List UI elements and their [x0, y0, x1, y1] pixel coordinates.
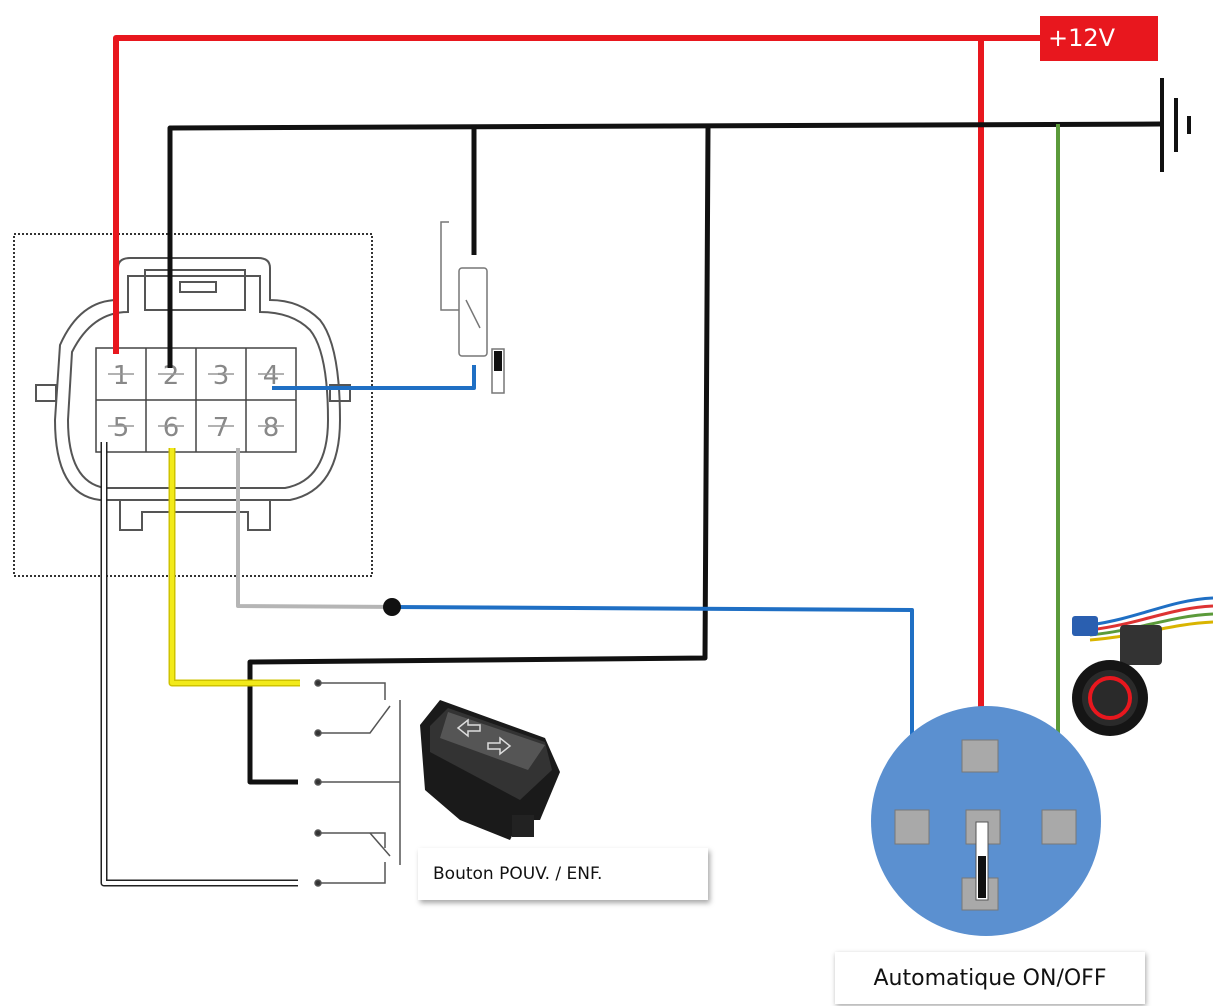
auto-switch-label: Automatique ON/OFF: [835, 952, 1145, 1004]
ground-symbol-icon: [1160, 78, 1191, 172]
pin-8: 8: [263, 413, 280, 443]
wire-white: [100, 442, 298, 887]
wire-yellow: [168, 448, 300, 687]
pin-6: 6: [163, 413, 180, 443]
wire-ground: [167, 121, 1161, 785]
pin-2: 2: [163, 361, 180, 391]
pin-5: 5: [113, 413, 130, 443]
rocker-switch-contacts: [314, 679, 401, 887]
pin-7: 7: [213, 413, 230, 443]
pin-1: 1: [113, 361, 130, 391]
pin-numbers: 1 2 3 4 5 6 7 8: [113, 361, 280, 443]
supply-12v-label: +12V: [1040, 16, 1158, 61]
connector-frame: [13, 233, 373, 577]
wire-blue: [272, 365, 914, 818]
auto-switch-icon: [871, 706, 1101, 936]
pin-grid: [95, 347, 297, 453]
window-rocker-switch-icon: [420, 700, 560, 840]
pin-3: 3: [213, 361, 230, 391]
limit-switch-icon: [440, 221, 505, 394]
junction-dot: [383, 598, 401, 616]
wire-grey: [236, 448, 393, 609]
wire-power: [113, 35, 1045, 745]
pin-4: 4: [263, 361, 280, 391]
rocker-button-label: Bouton POUV. / ENF.: [418, 848, 708, 900]
illuminated-pushbutton-icon: [1072, 596, 1213, 736]
